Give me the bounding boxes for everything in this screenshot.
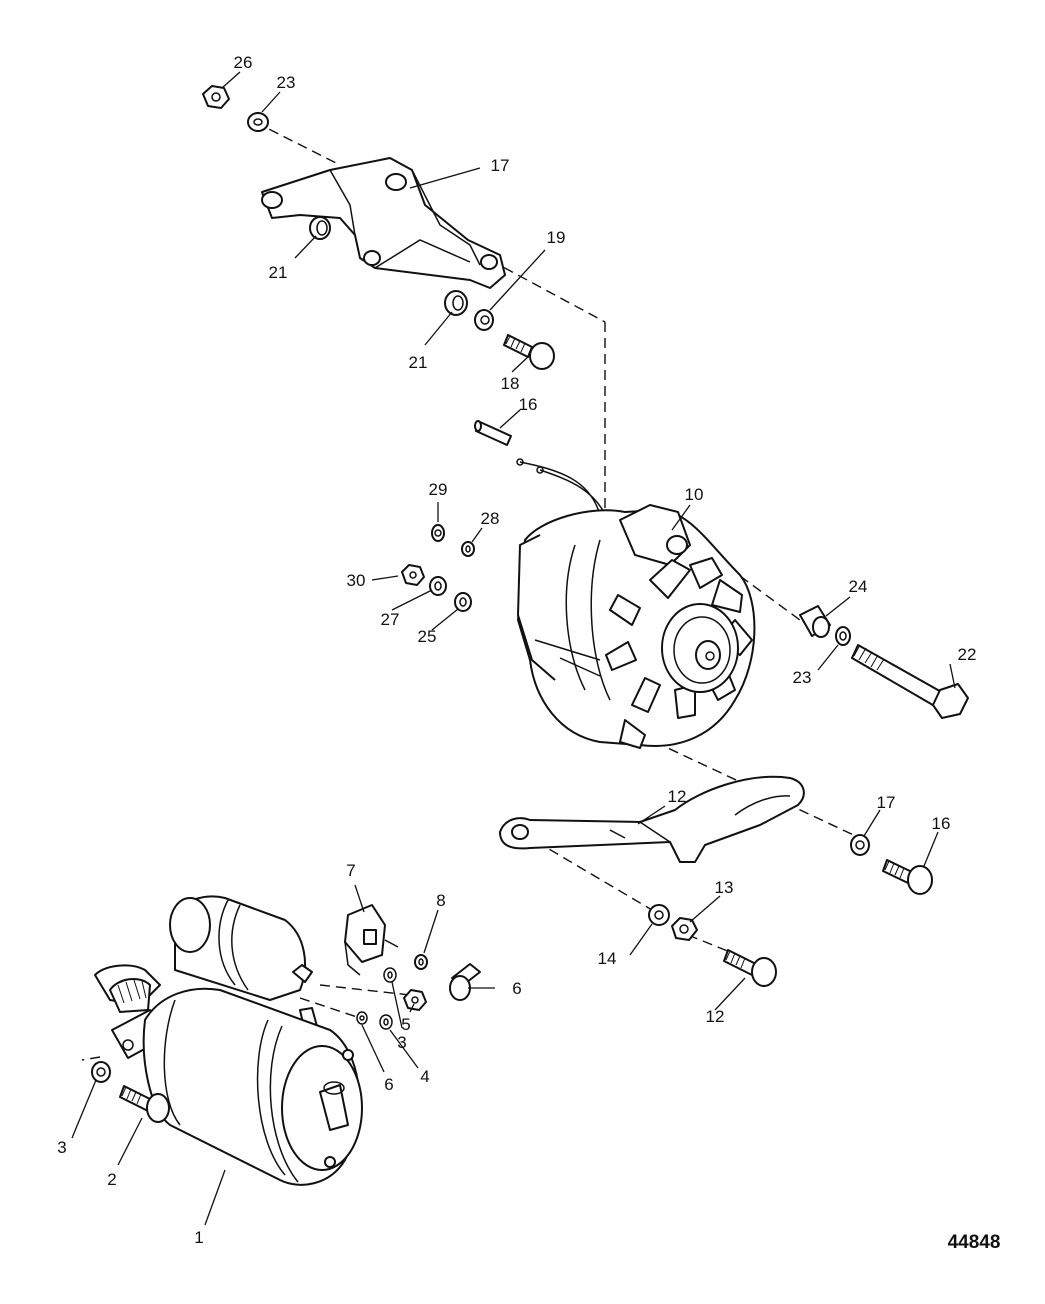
callout-label: 1 (194, 1228, 203, 1247)
callout-label: 30 (347, 571, 366, 590)
callout-label: 19 (547, 228, 566, 247)
nut-part-5 (403, 989, 427, 1011)
callout-label: 12 (706, 1007, 725, 1026)
bolt-part-19 (503, 334, 555, 370)
washer-part-23-top (247, 112, 269, 132)
nut-part-30 (401, 564, 425, 586)
callout-label: 2 (107, 1170, 116, 1189)
washer-part-9 (414, 954, 428, 970)
adjusting-arm-part-11 (499, 775, 805, 863)
callout-label: 26 (234, 53, 253, 72)
nut-part-28 (431, 524, 445, 542)
callout-label: 21 (269, 263, 288, 282)
callout-label: 6 (384, 1075, 393, 1094)
terminal-part-7 (449, 963, 481, 1001)
callout-label: 6 (512, 979, 521, 998)
callout-label: 18 (501, 374, 520, 393)
callout-labels: 26 23 17 21 19 21 18 16 10 29 28 30 27 2… (57, 53, 1000, 1253)
bolt-part-15 (882, 859, 933, 895)
nut-part-25 (202, 85, 230, 109)
washer-part-27 (461, 541, 475, 557)
washer-part-16 (850, 834, 870, 856)
nut-part-13 (671, 917, 698, 941)
callout-label: 25 (418, 627, 437, 646)
washer-part-23-right (835, 626, 851, 646)
leader-lines (71, 71, 956, 1226)
washer-part-26 (454, 592, 472, 612)
callout-label: 12 (668, 787, 687, 806)
callout-label: 28 (481, 509, 500, 528)
callout-label: 5 (401, 1015, 410, 1034)
callout-label: 4 (420, 1067, 429, 1086)
callout-label: 7 (346, 861, 355, 880)
callout-label: 16 (932, 814, 951, 833)
spacer-part-24 (799, 605, 831, 638)
bolt-part-12 (723, 949, 777, 987)
callout-label: 23 (277, 73, 296, 92)
callout-label: 29 (429, 480, 448, 499)
bolt-part-2 (119, 1085, 170, 1123)
washer-part-29 (429, 576, 447, 596)
washer-part-3-right (383, 967, 397, 983)
washer-part-14 (648, 904, 670, 926)
callout-label: 22 (958, 645, 977, 664)
callout-label: 17 (877, 793, 896, 812)
callout-label: 23 (793, 668, 812, 687)
callout-label: 21 (409, 353, 428, 372)
spacer-part-21a (309, 216, 331, 240)
spacer-part-21b (444, 290, 468, 316)
callout-label: 3 (57, 1138, 66, 1157)
callout-label: 16 (519, 395, 538, 414)
callout-label: 3 (397, 1033, 406, 1052)
washer-part-20 (474, 309, 494, 331)
pin-part-17 (474, 420, 512, 446)
starter-motor-part-1 (94, 895, 363, 1186)
callout-label: 8 (436, 891, 445, 910)
washer-part-4 (379, 1014, 393, 1030)
callout-label: 13 (715, 878, 734, 897)
callout-label: 27 (381, 610, 400, 629)
alternator-part-10 (516, 458, 756, 749)
callout-label: 24 (849, 577, 868, 596)
alternator-bracket (261, 157, 506, 289)
washer-part-6 (356, 1011, 368, 1025)
connector-part-8 (344, 904, 399, 976)
figure-number: 44848 (948, 1232, 1001, 1253)
callout-label: 17 (491, 156, 510, 175)
callout-label: 10 (685, 485, 704, 504)
bolt-part-22 (851, 644, 969, 719)
washer-part-3-left (91, 1061, 111, 1083)
callout-label: 14 (598, 949, 617, 968)
